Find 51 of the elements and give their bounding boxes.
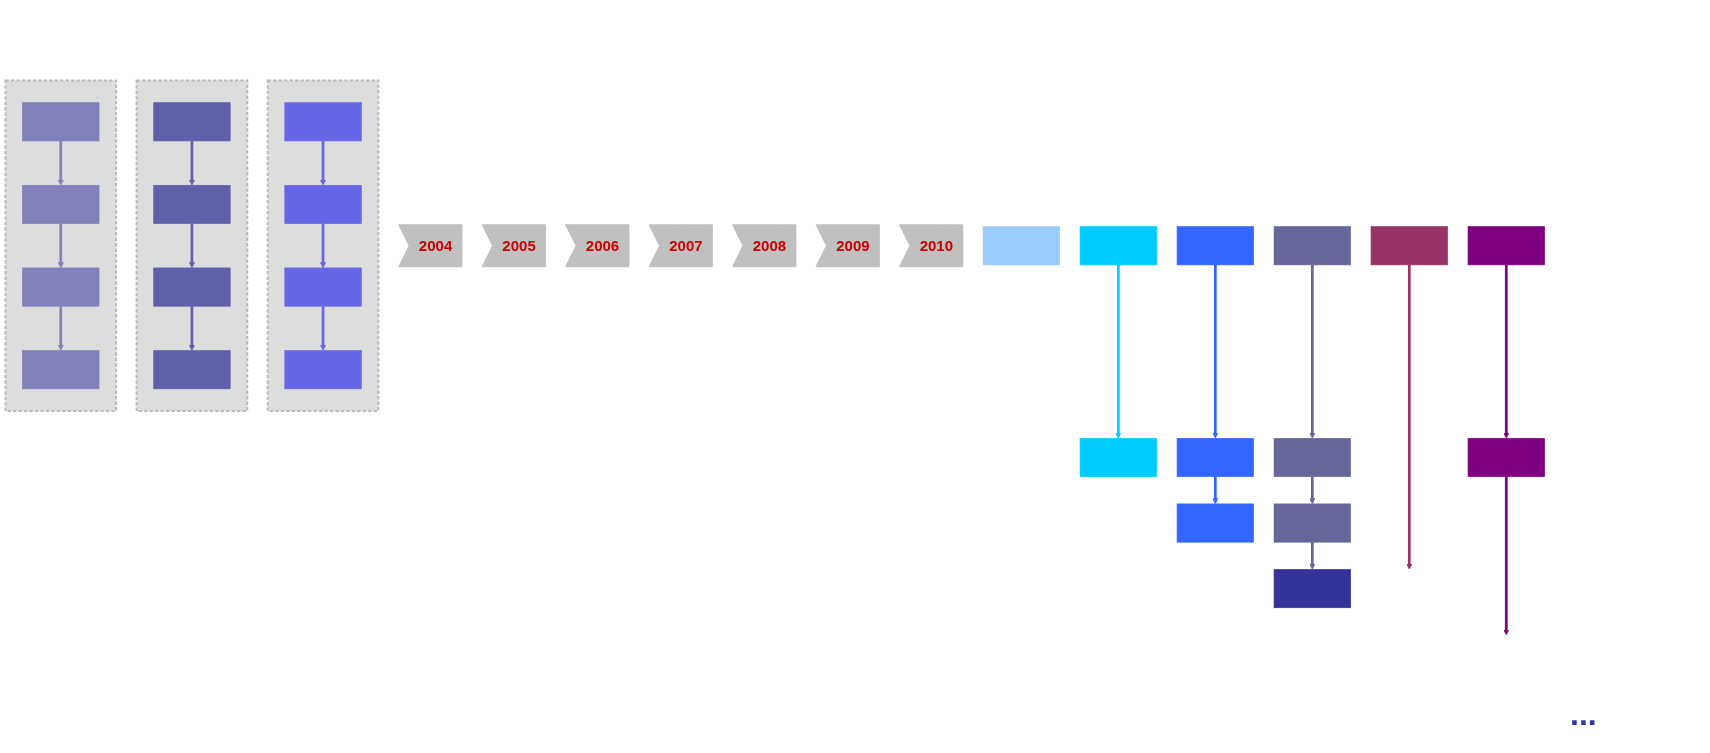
process-box — [1176, 437, 1254, 477]
arrow — [57, 305, 64, 351]
arrow — [1503, 476, 1510, 635]
arrow — [188, 305, 195, 351]
process-box — [284, 184, 362, 224]
process-box — [1273, 437, 1351, 477]
process-box — [153, 184, 231, 224]
arrow — [1115, 264, 1122, 439]
process-box — [284, 101, 362, 141]
process-box — [1273, 225, 1351, 265]
arrow — [320, 223, 327, 268]
process-box — [1079, 437, 1157, 477]
process-box — [1273, 568, 1351, 608]
year-tag: 2005 — [482, 224, 546, 267]
year-tag: 2004 — [398, 224, 463, 267]
year-tag: 2007 — [648, 224, 713, 267]
process-box — [1176, 225, 1254, 265]
arrow — [1406, 264, 1413, 570]
process-box — [22, 349, 100, 389]
arrow — [320, 140, 327, 186]
process-box — [22, 101, 100, 141]
process-box — [1176, 503, 1254, 543]
year-tag: 2009 — [815, 224, 880, 267]
arrow — [57, 223, 64, 268]
arrow — [1212, 264, 1219, 439]
process-box — [284, 267, 362, 307]
process-box — [153, 349, 231, 389]
process-box — [1467, 437, 1545, 477]
year-tag: 2010 — [899, 224, 963, 267]
process-box — [1273, 503, 1351, 543]
process-box — [22, 184, 100, 224]
year-tag: 2006 — [565, 224, 630, 267]
arrow — [1309, 264, 1316, 439]
ellipsis-note: ... — [1570, 696, 1598, 733]
arrow — [188, 140, 195, 186]
arrow — [320, 305, 327, 351]
year-tag: 2008 — [732, 224, 797, 267]
process-box — [1079, 225, 1157, 265]
process-box — [1370, 225, 1448, 265]
arrow — [1503, 264, 1510, 439]
arrow — [1309, 476, 1316, 504]
arrow — [1309, 541, 1316, 570]
arrow — [188, 223, 195, 268]
arrow — [1212, 476, 1219, 504]
process-box — [153, 267, 231, 307]
arrow — [57, 140, 64, 186]
process-box — [153, 101, 231, 141]
process-box — [982, 225, 1060, 265]
process-box — [1467, 225, 1545, 265]
process-box — [284, 349, 362, 389]
process-box — [22, 267, 100, 307]
